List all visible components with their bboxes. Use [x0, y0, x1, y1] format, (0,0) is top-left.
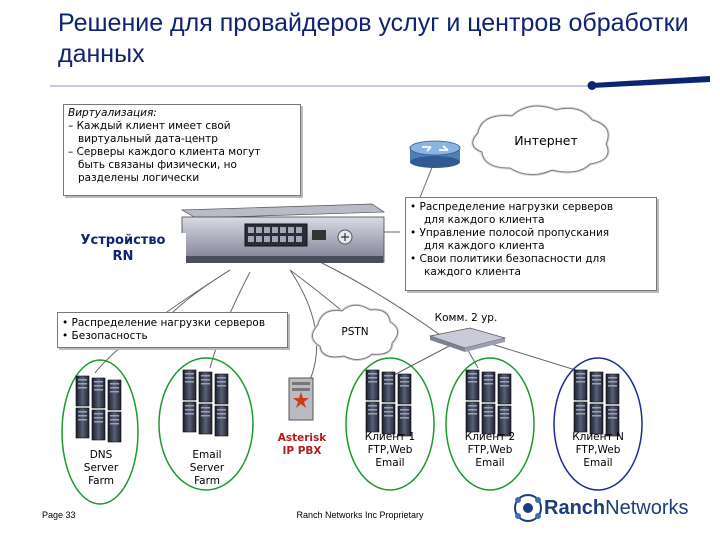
callout-line: • Распределение нагрузки серверов [62, 317, 266, 329]
client-label-line: Email [583, 457, 613, 469]
client2-servers-icon [466, 370, 511, 436]
pbx-label-line: Asterisk [277, 432, 327, 444]
footer-text: Ranch Networks Inc Proprietary [296, 510, 424, 520]
clientN-ellipse [553, 357, 643, 491]
logo-thin: Networks [605, 497, 689, 519]
services-line: каждого клиента [424, 266, 521, 278]
rn-label-line1: Устройство [80, 233, 166, 248]
virtualization-line: – Каждый клиент имеет свой [68, 120, 231, 132]
client-label-line: Клиент N [572, 431, 624, 443]
load-balancing-callout: • Распределение нагрузки серверов • Безо… [57, 312, 288, 348]
client-label-line: Клиент 2 [464, 431, 516, 443]
rn-label-line2: RN [112, 249, 134, 264]
virtualization-line: разделены логически [78, 172, 200, 184]
logo-bold: Ranch [544, 497, 606, 519]
rn-device [180, 203, 386, 263]
services-line: для каждого клиента [424, 240, 545, 252]
services-line: • Управление полосой пропускания [410, 227, 610, 239]
page-number: Page 33 [42, 510, 76, 520]
client-label-line: Клиент 1 [364, 431, 416, 443]
virtualization-line: – Серверы каждого клиента могут [68, 146, 261, 158]
pbx-label-line: IP PBX [282, 445, 322, 457]
internet-cloud [471, 104, 610, 176]
farm-label-line: Farm [88, 475, 114, 487]
services-line: для каждого клиента [424, 214, 545, 226]
clientN-servers-icon [574, 370, 619, 436]
dns-servers-icon [76, 376, 121, 442]
client1-servers-icon [366, 370, 411, 436]
callout-line: • Безопасность [62, 330, 148, 342]
farm-label-line: DNS [89, 449, 113, 461]
farm-label-line: Server [189, 462, 225, 474]
services-line: • Распределение нагрузки серверов [410, 201, 614, 213]
client2-ellipse [445, 357, 535, 491]
pstn-cloud [311, 303, 399, 361]
rn-device-label: Устройство RN [60, 233, 186, 265]
farm-label-line: Farm [194, 475, 220, 487]
page-title: Решение для провайдеров услуг и центров … [58, 9, 689, 68]
email-farm-label: Email Server Farm [176, 449, 238, 488]
client-label-line: FTP,Web [467, 444, 513, 456]
pbx-label: Asterisk IP PBX [270, 432, 334, 458]
virtualization-line: виртуальный дата-центр [78, 133, 218, 145]
dns-farm-label: DNS Server Farm [70, 449, 132, 488]
virtualization-line: быть связаны физически, но [78, 159, 237, 171]
client2-label: Клиент 2 FTP,Web Email [456, 431, 524, 470]
services-callout: • Распределение нагрузки серверов для ка… [405, 197, 657, 291]
farm-label-line: Email [192, 449, 222, 461]
layer2-switch-icon [428, 327, 507, 352]
internet-label: Интернет [514, 133, 578, 148]
client-label-line: FTP,Web [575, 444, 621, 456]
switch-label: Комм. 2 ур. [434, 312, 498, 324]
client1-ellipse [345, 357, 435, 491]
ranch-networks-logo-icon [514, 494, 542, 522]
client-label-line: Email [375, 457, 405, 469]
client-label-line: FTP,Web [367, 444, 413, 456]
title-rule [50, 76, 710, 90]
client-label-line: Email [475, 457, 505, 469]
pstn-label: PSTN [341, 326, 369, 338]
email-servers-icon [183, 370, 228, 436]
farm-label-line: Server [83, 462, 119, 474]
virtualization-heading: Виртуализация: [68, 107, 157, 119]
email-farm-ellipse [158, 357, 254, 491]
asterisk-pbx-icon [288, 377, 314, 421]
clientN-label: Клиент N FTP,Web Email [564, 431, 632, 470]
dns-farm-ellipse [61, 359, 139, 505]
router-icon [409, 140, 461, 168]
company-logo-text: RanchNetworks [544, 497, 688, 520]
virtualization-callout: Виртуализация: – Каждый клиент имеет сво… [63, 104, 301, 196]
services-line: • Свои политики безопасности для [410, 253, 606, 265]
client1-label: Клиент 1 FTP,Web Email [356, 431, 424, 470]
